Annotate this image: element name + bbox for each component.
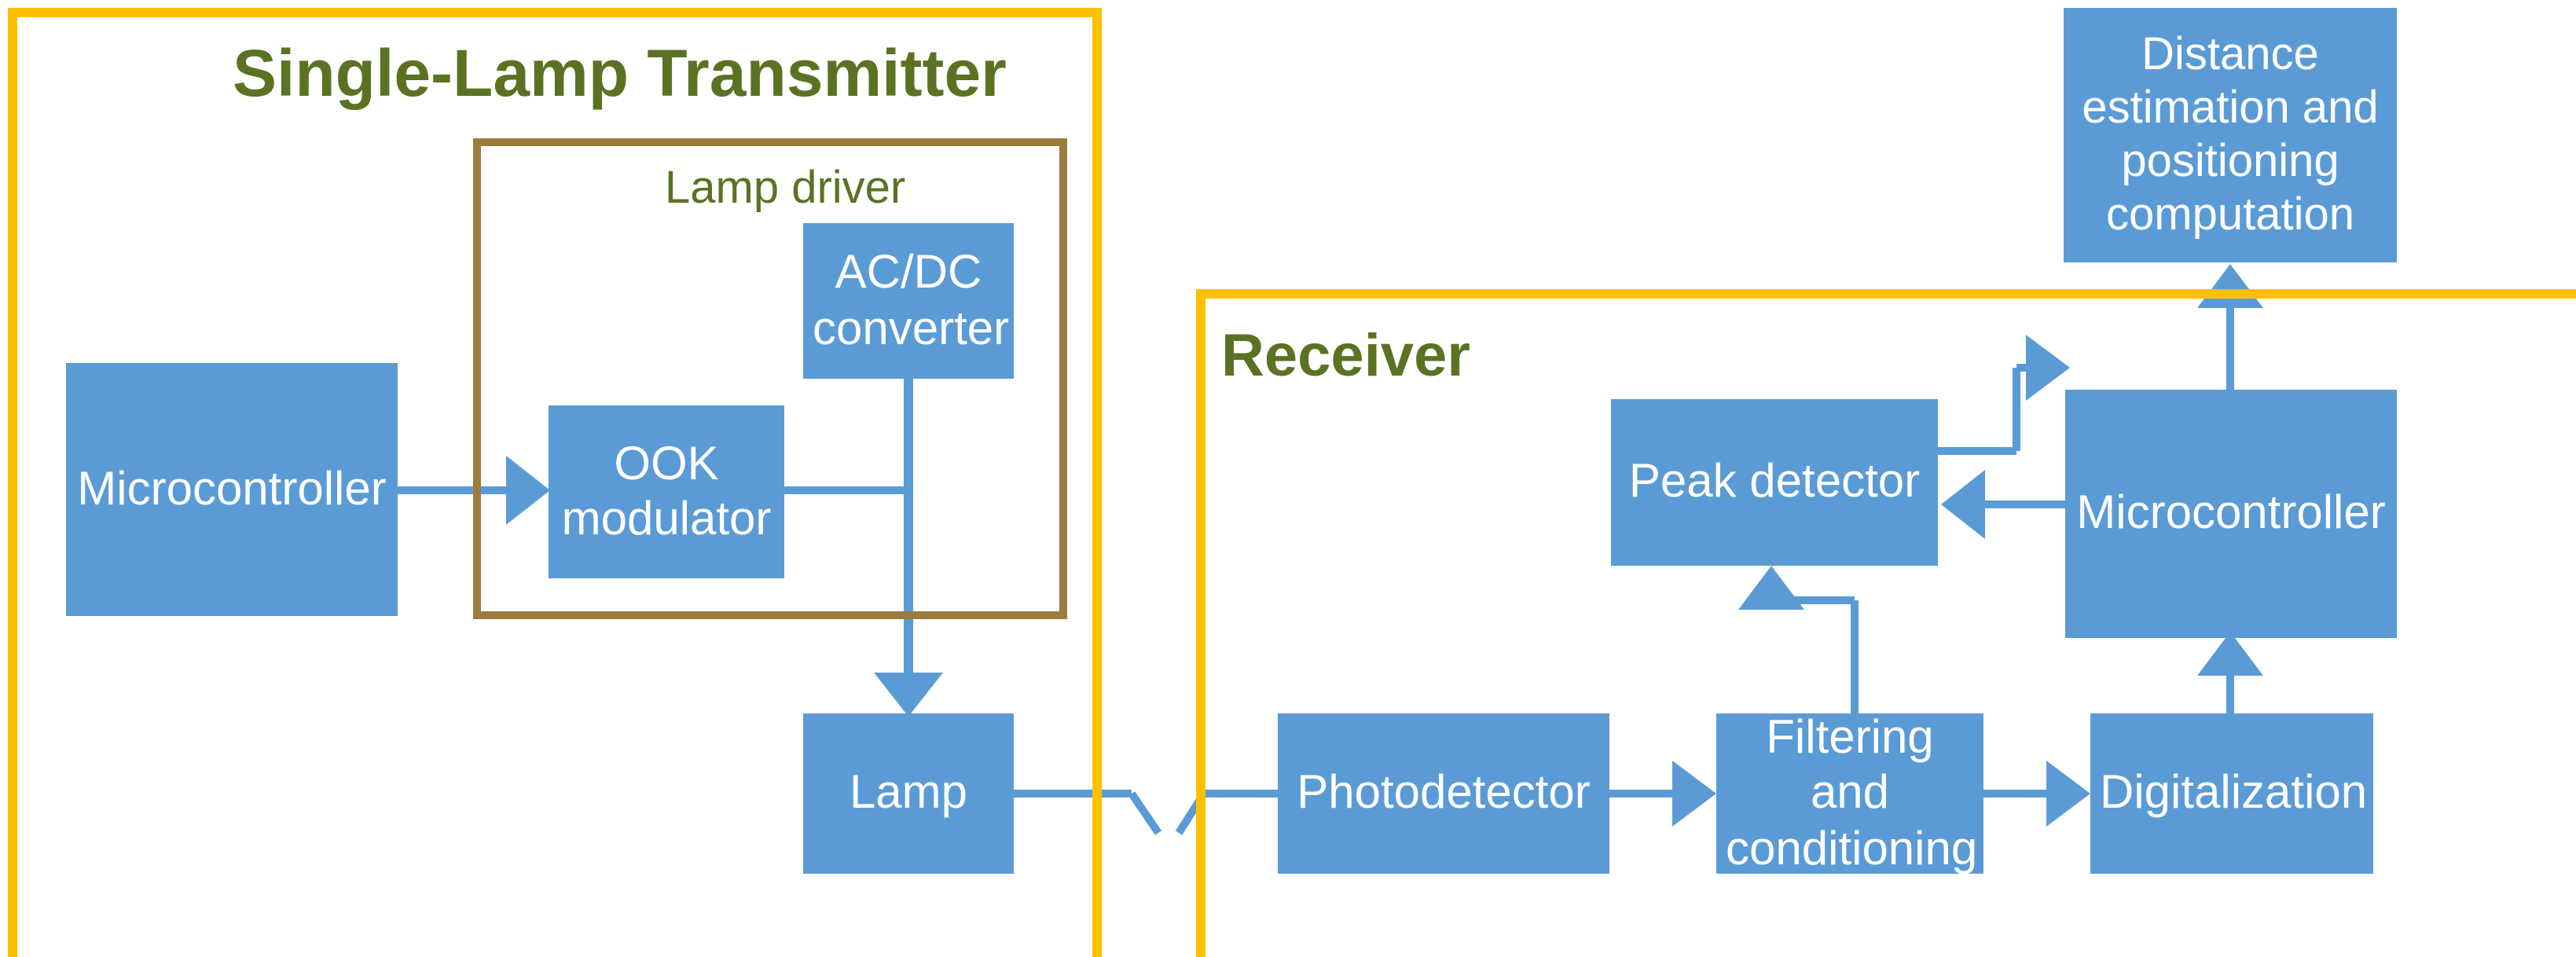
- block-label-line1: AC/DC: [835, 247, 982, 299]
- block-distance-estimation-and-positioning[interactable]: Distance estimation and positioning comp…: [2064, 8, 2397, 262]
- receiver-group-title: Receiver: [1221, 324, 1470, 390]
- block-label-line4: computation: [2106, 190, 2354, 241]
- transmitter-group-title: Single-Lamp Transmitter: [233, 36, 1007, 110]
- block-transmitter-microcontroller[interactable]: Microcontroller: [66, 363, 398, 616]
- block-label-line1: Filtering and: [1766, 711, 1934, 820]
- block-label-line2: estimation and: [2082, 82, 2379, 134]
- block-receiver-microcontroller[interactable]: Microcontroller: [2065, 390, 2397, 638]
- block-ook-modulator[interactable]: OOK modulator: [549, 405, 784, 578]
- block-peak-detector[interactable]: Peak detector: [1611, 399, 1938, 566]
- block-label-line3: positioning: [2121, 137, 2339, 187]
- block-ac-dc-converter[interactable]: AC/DC converter: [803, 223, 1014, 379]
- block-label-line2: conditioning: [1726, 823, 1978, 875]
- block-label: Peak detector: [1628, 456, 1921, 508]
- block-filtering-and-conditioning[interactable]: Filtering and conditioning: [1716, 711, 1983, 875]
- receiver-group-frame: [1196, 289, 2576, 957]
- block-lamp[interactable]: Lamp: [803, 713, 1014, 874]
- block-label: Photodetector: [1297, 767, 1591, 820]
- block-digitalization[interactable]: Digitalization: [2090, 713, 2373, 874]
- block-label: Microcontroller: [77, 463, 387, 515]
- block-label-line1: Distance: [2141, 29, 2319, 80]
- block-label: Lamp: [849, 767, 968, 820]
- lamp-driver-frame: [473, 138, 1067, 619]
- lamp-driver-title: Lamp driver: [665, 163, 906, 214]
- block-label: Digitalization: [2100, 767, 2368, 820]
- block-label-line2: converter: [813, 302, 1010, 354]
- transmitter-group-frame: [8, 8, 1102, 957]
- block-photodetector[interactable]: Photodetector: [1278, 713, 1609, 874]
- block-label: Microcontroller: [2076, 487, 2386, 540]
- block-label-line1: OOK: [614, 438, 719, 490]
- block-label-line2: modulator: [561, 493, 772, 545]
